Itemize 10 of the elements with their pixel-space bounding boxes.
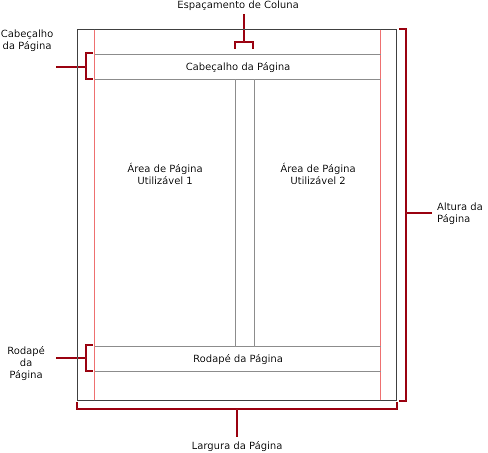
callout-label: Cabeçalho da Página <box>0 29 54 53</box>
header-band: Cabeçalho da Página <box>95 54 381 80</box>
callout-label: Altura da Página <box>437 202 484 226</box>
column-area: Área de Página Utilizável 2 <box>254 80 381 346</box>
footer-band: Rodapé da Página <box>95 346 381 372</box>
callout-label: Espaçamento de Coluna <box>176 0 300 12</box>
callout-label: Rodapé da Página <box>6 346 46 382</box>
callout-label: Largura da Página <box>190 441 284 453</box>
page-outline <box>77 29 397 401</box>
column-area: Área de Página Utilizável 1 <box>95 80 236 346</box>
